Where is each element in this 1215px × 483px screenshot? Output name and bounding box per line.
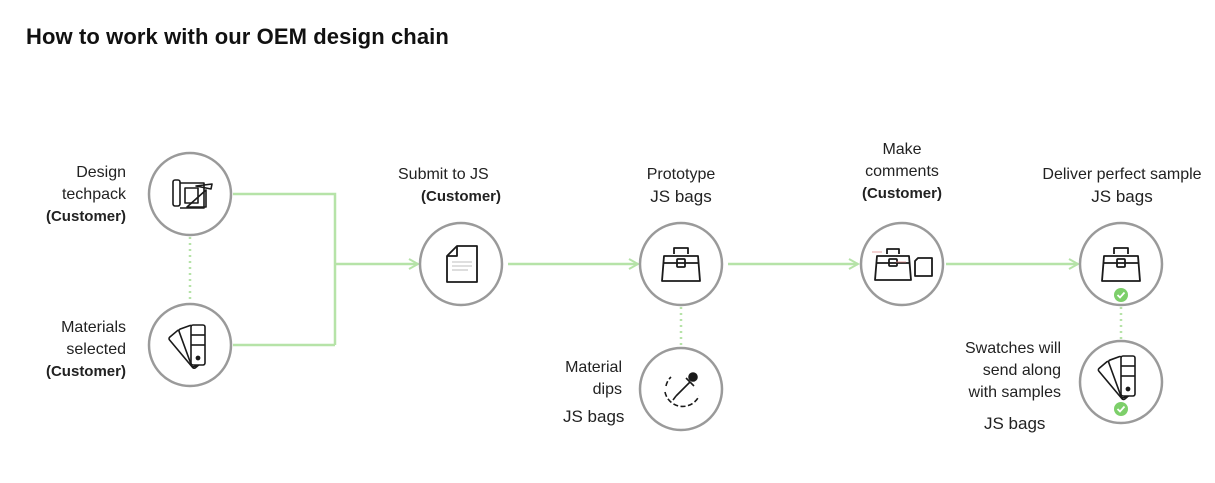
circle-deliver	[1078, 221, 1164, 307]
blueprint-icon	[172, 179, 213, 209]
dotted-connectors	[188, 237, 1123, 347]
label-material-dips-owner: JS bags	[563, 407, 625, 426]
label-design-techpack: Design techpack (Customer)	[45, 164, 126, 225]
circle-material-dips	[638, 346, 724, 432]
handbag-comment-icon	[872, 248, 933, 281]
handbag-check-icon	[1101, 247, 1141, 302]
document-icon	[446, 245, 478, 283]
label-swatches: Swatches will send along with samples	[964, 340, 1061, 401]
circle-submit	[418, 221, 504, 307]
connectors	[233, 192, 1078, 347]
swatch-fan-check-icon	[1097, 355, 1136, 416]
check-badge-icon	[1114, 402, 1128, 416]
page-title: How to work with our OEM design chain	[26, 24, 449, 49]
label-submit: Submit to JS (Customer)	[398, 166, 502, 205]
check-badge-icon	[1114, 288, 1128, 302]
swatch-fan-icon	[168, 324, 206, 370]
circle-make-comments	[859, 221, 945, 307]
circle-design-techpack	[147, 151, 233, 237]
label-make-comments: Make comments (Customer)	[861, 141, 942, 202]
label-swatches-owner: JS bags	[984, 414, 1046, 433]
node-circles	[147, 151, 1164, 432]
label-prototype: Prototype JS bags	[646, 166, 716, 206]
circle-prototype	[638, 221, 724, 307]
handbag-icon	[661, 247, 701, 282]
label-materials-selected: Materials selected (Customer)	[45, 319, 126, 380]
connector-techpack-merge	[233, 192, 337, 345]
label-deliver: Deliver perfect sample JS bags	[1042, 166, 1202, 206]
dropper-icon	[664, 372, 700, 408]
label-material-dips: Material dips	[565, 359, 622, 398]
